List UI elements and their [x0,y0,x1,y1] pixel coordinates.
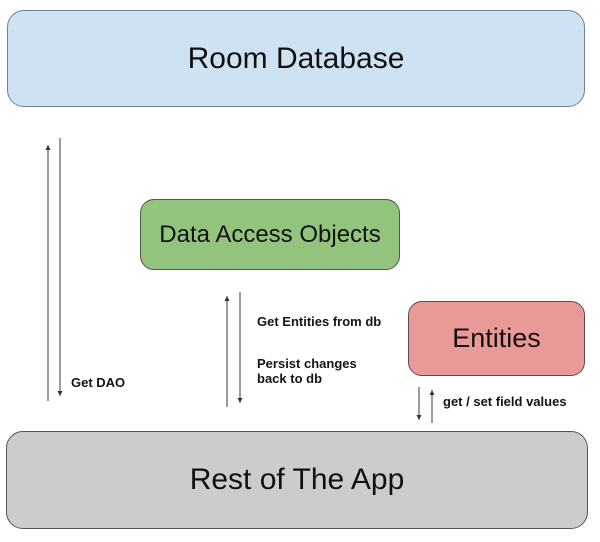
edge-label-persist-changes: Persist changes back to db [257,356,357,386]
edge-label-get-entities-from-db: Get Entities from db [257,314,382,329]
edge-label-get-dao: Get DAO [71,375,126,390]
node-data-access-objects-label: Data Access Objects [159,220,381,248]
node-rest-of-the-app: Rest of The App [6,431,588,529]
edge-label-get-set-field-values: get / set field values [443,394,567,409]
node-room-database-label: Room Database [187,41,405,75]
node-room-database: Room Database [7,10,585,107]
node-entities: Entities [408,301,585,376]
node-entities-label: Entities [452,323,541,353]
node-rest-of-the-app-label: Rest of The App [189,463,405,496]
edge-label-persist-line1: Persist changes [257,356,357,371]
edge-label-persist-line2: back to db [257,371,323,386]
node-data-access-objects: Data Access Objects [140,199,400,270]
